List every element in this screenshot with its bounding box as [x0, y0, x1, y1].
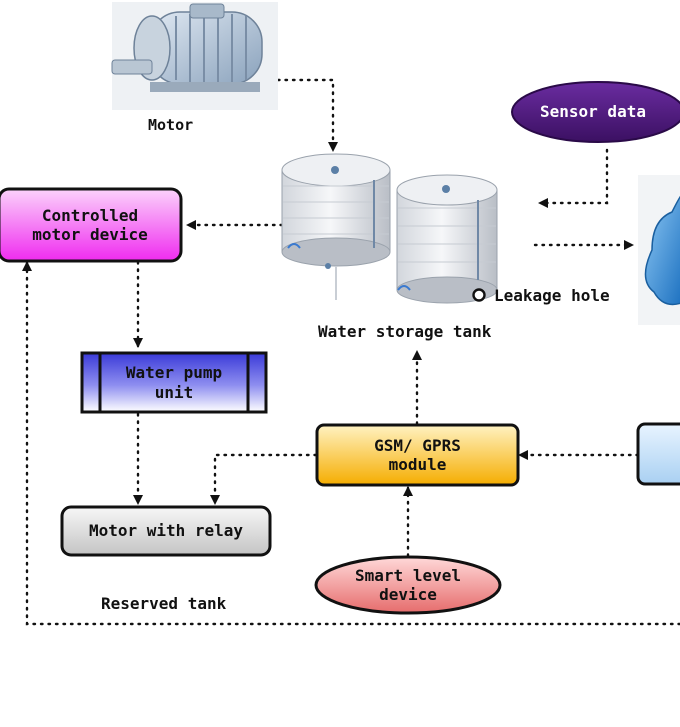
leakage-hole-icon: [472, 288, 486, 302]
cloud-icon: [638, 175, 680, 325]
water-pump-unit-box: [80, 351, 268, 414]
connector-sensor-to-tank: [538, 148, 609, 208]
gsm-gprs-module-label: GSM/ GPRS module: [374, 435, 461, 474]
controlled-motor-device-box: [0, 187, 183, 263]
smart-level-device-box: [314, 555, 502, 615]
water-pump-unit-label: Water pump unit: [125, 363, 223, 402]
water-storage-tank-label: Water storage tank: [318, 322, 492, 341]
gsm-gprs-module-box: [315, 423, 520, 487]
water-tank-icon: [281, 153, 498, 304]
sensor-data-label: Sensor data: [540, 102, 646, 122]
controlled-motor-device-label: Controlled motor device: [32, 205, 148, 244]
connector-gsm-to-relay: [210, 453, 318, 505]
smart-level-device-label: Smart level device: [355, 565, 461, 604]
motor-label: Motor: [148, 116, 194, 134]
right-partial-box: [636, 422, 680, 486]
motor-icon: [111, 2, 278, 110]
motor-with-relay-label: Motor with relay: [88, 521, 244, 541]
sensor-data-node: [511, 81, 680, 143]
connector-bottom-loop: [22, 261, 680, 626]
connector-motor-to-tank: [276, 78, 338, 152]
reserved-tank-label: Reserved tank: [101, 594, 227, 613]
leakage-hole-label: Leakage hole: [494, 286, 610, 305]
motor-with-relay-box: [60, 505, 272, 557]
